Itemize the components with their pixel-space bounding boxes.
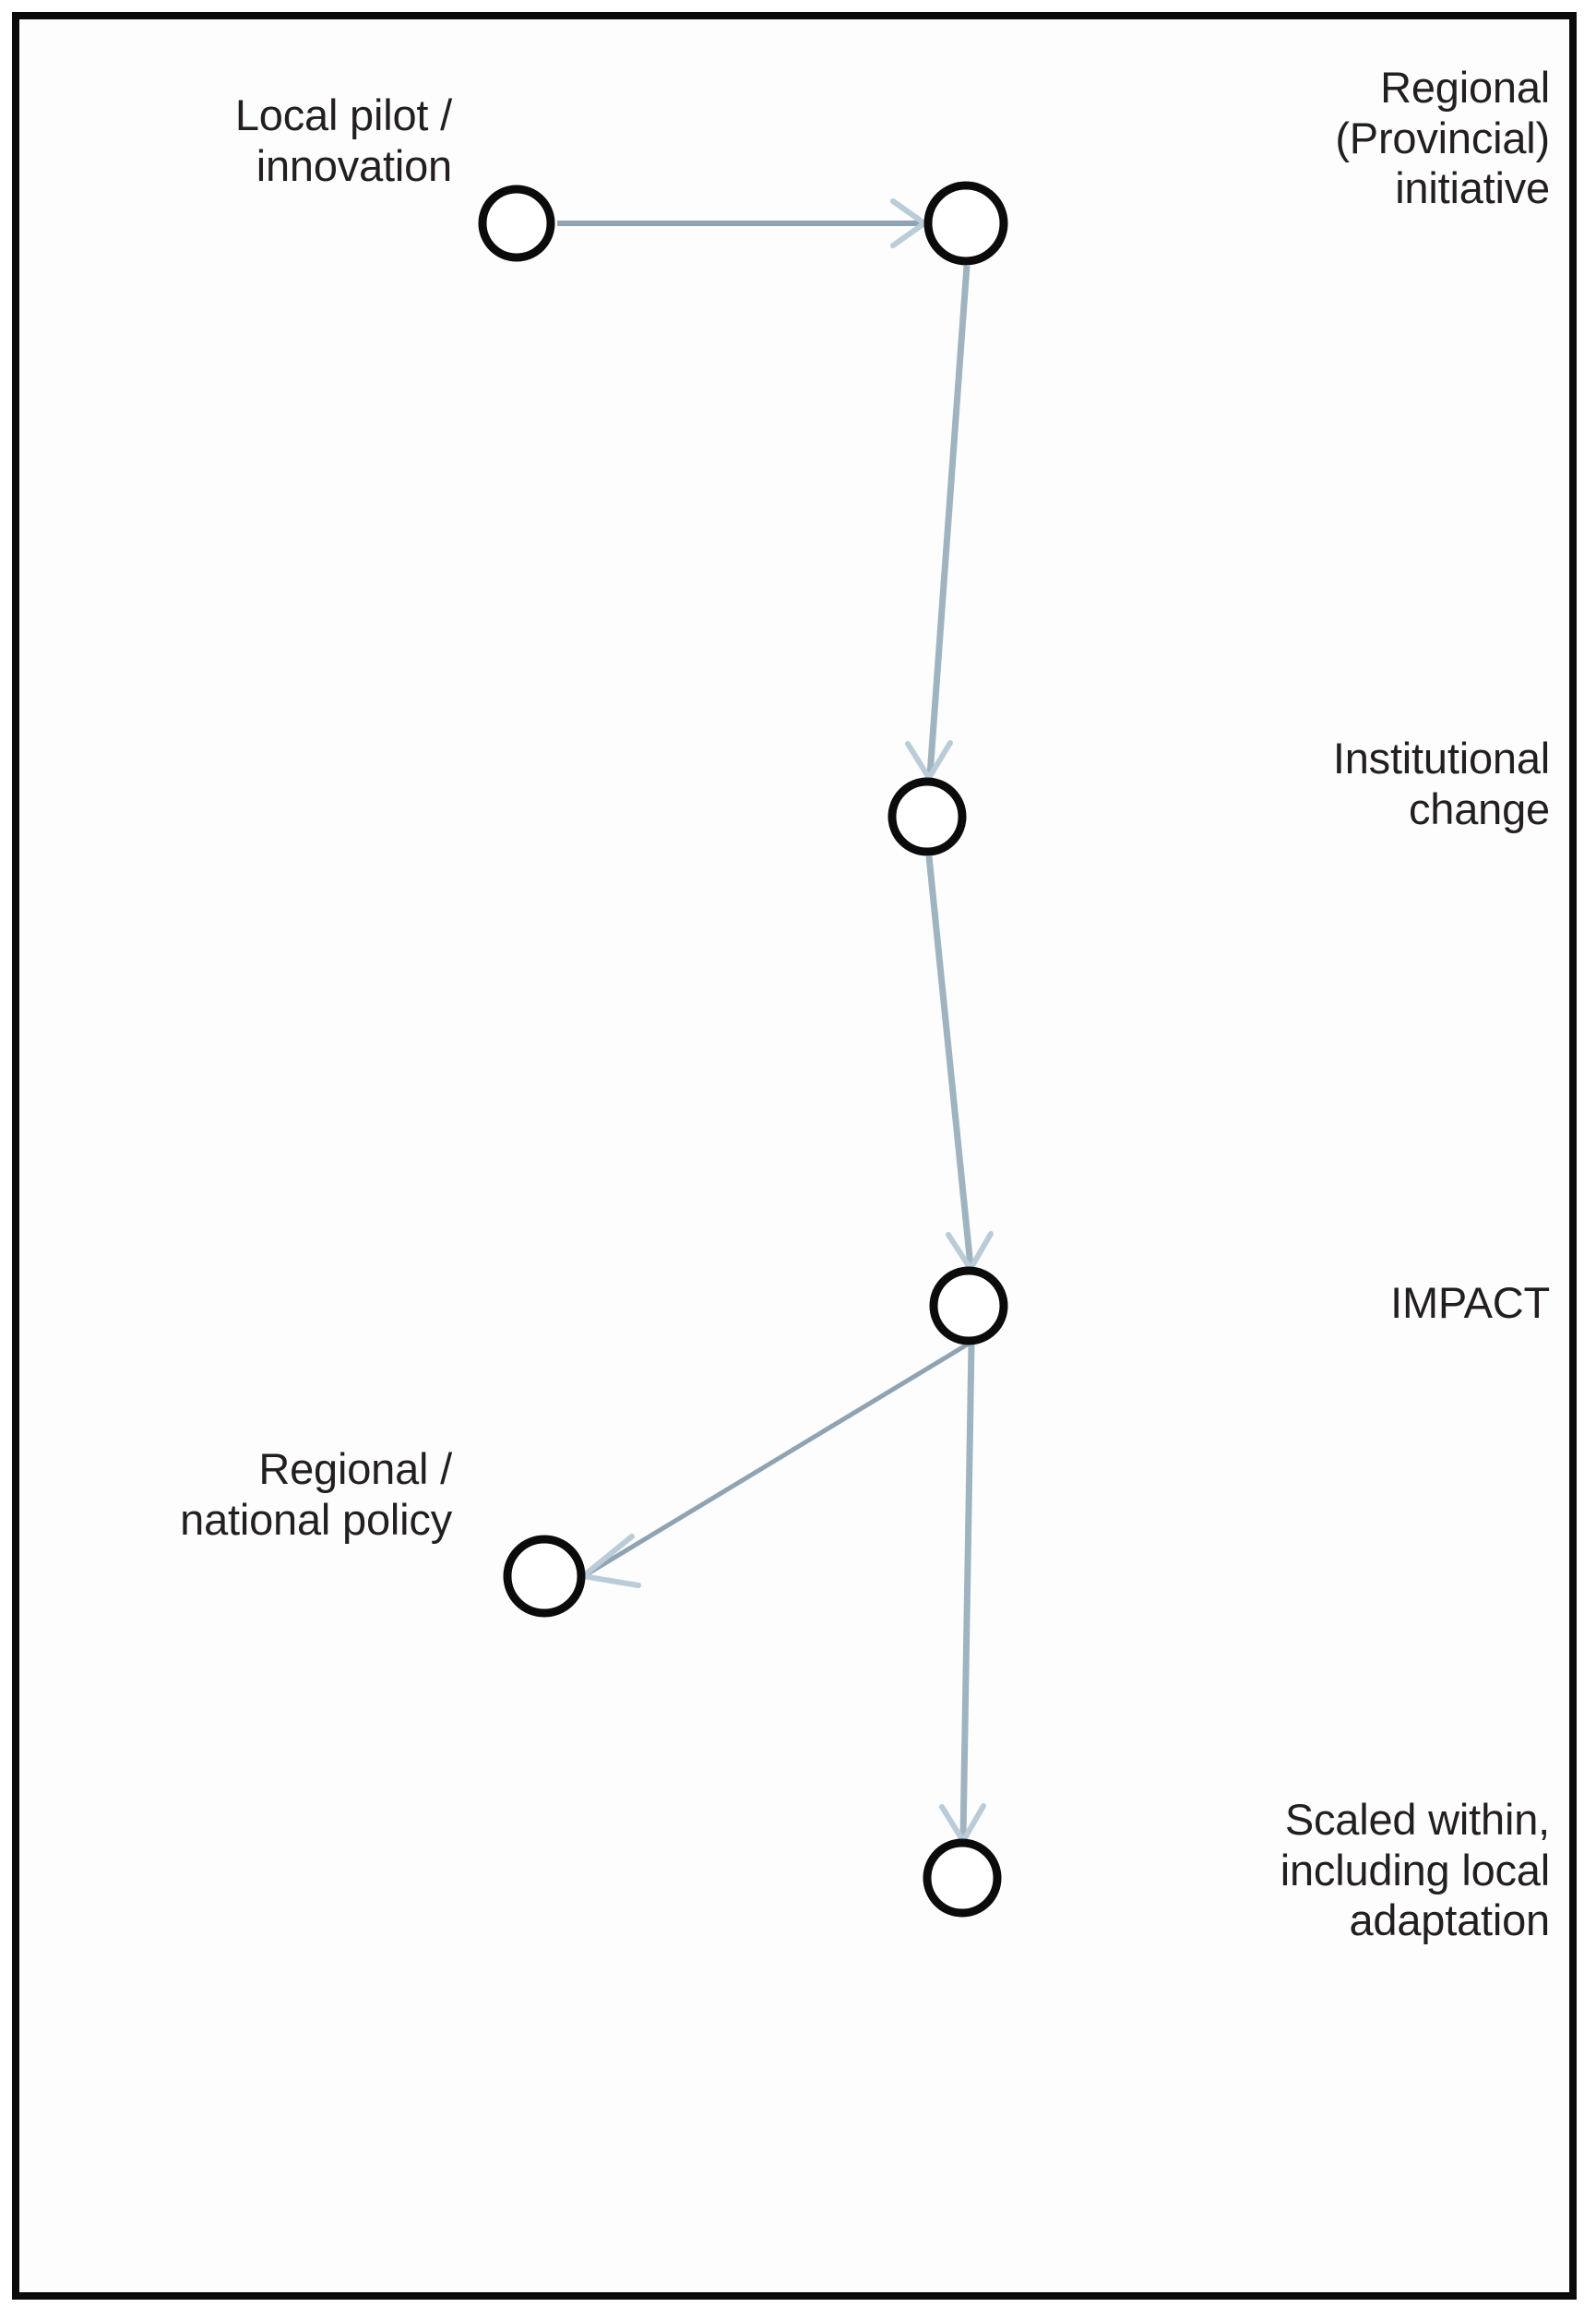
label-regional-national-policy: Regional / national policy: [180, 1444, 452, 1544]
label-scaled-within: Scaled within, including local adaptatio…: [1280, 1795, 1550, 1945]
diagram-frame-border: [12, 12, 1577, 2300]
label-impact: IMPACT: [1390, 1278, 1550, 1327]
label-institutional-change: Institutional change: [1332, 734, 1550, 833]
label-local-pilot: Local pilot / innovation: [234, 90, 452, 190]
label-regional-initiative: Regional (Provincial) initiative: [1335, 63, 1550, 213]
